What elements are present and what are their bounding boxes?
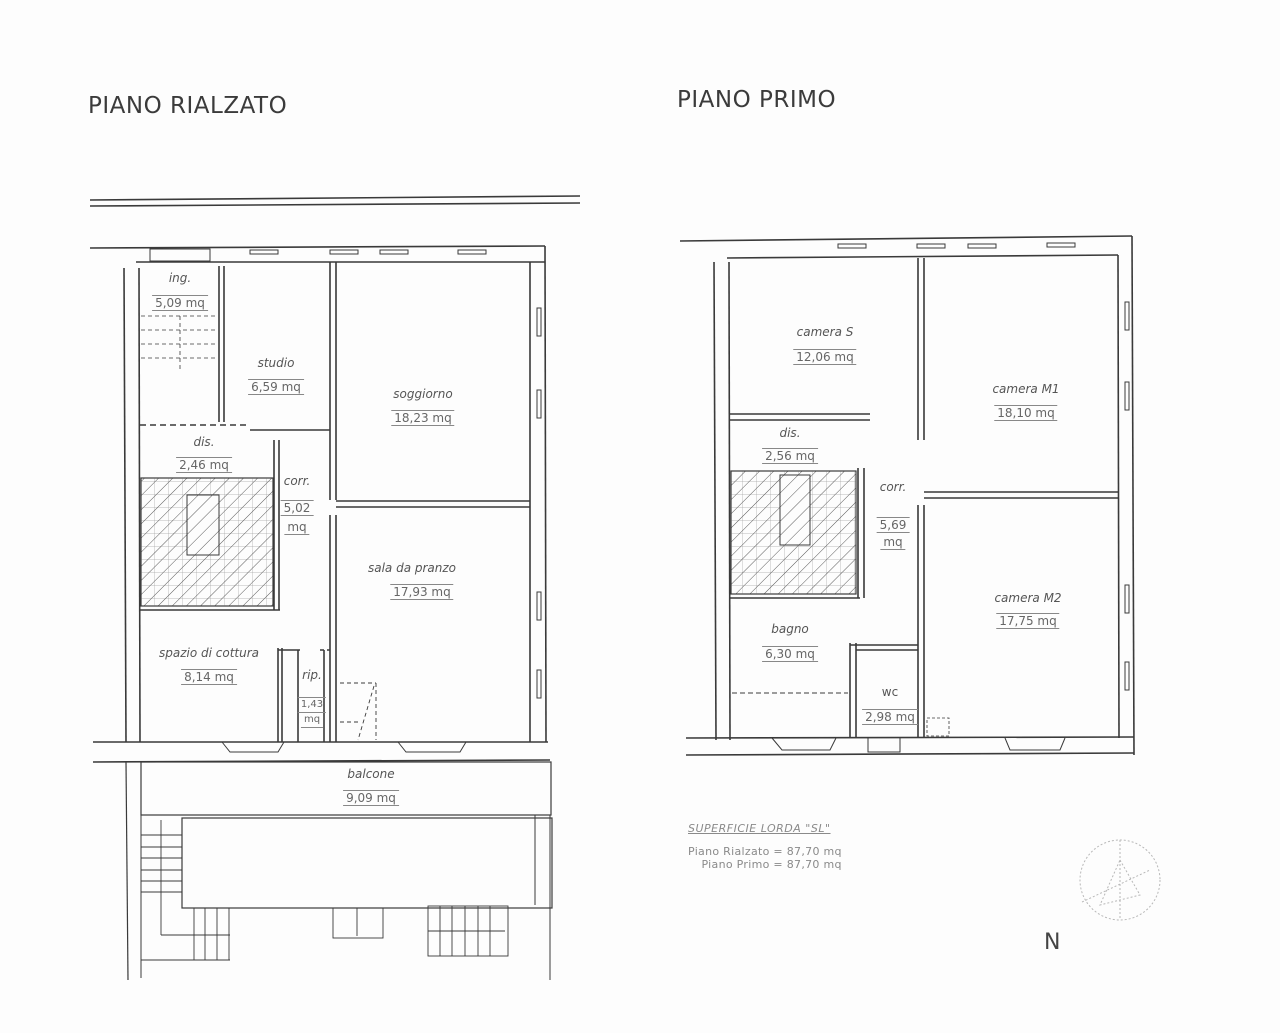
room-name: dis. bbox=[193, 435, 215, 449]
room-area: 18,23 mq bbox=[391, 410, 455, 426]
room-area: 17,93 mq bbox=[390, 584, 454, 600]
room-name: ing. bbox=[168, 271, 192, 285]
room-name: camera M1 bbox=[992, 382, 1060, 396]
room-name: corr. bbox=[283, 474, 311, 488]
room-area: 6,59 mq bbox=[248, 379, 304, 395]
legend-row-piano-rialzato: Piano Rialzato = 87,70 mq bbox=[688, 845, 842, 858]
room-area: 5,69 bbox=[876, 517, 910, 533]
room-name: dis. bbox=[779, 426, 801, 440]
room-name: studio bbox=[257, 356, 295, 370]
room-area: 5,02 bbox=[280, 500, 314, 516]
north-label: N bbox=[1044, 930, 1061, 955]
legend-row-piano-primo: Piano Primo = 87,70 mq bbox=[701, 858, 842, 871]
room-area-unit: mq bbox=[880, 535, 906, 550]
room-area: 12,06 mq bbox=[793, 349, 857, 365]
room-area: 8,14 mq bbox=[181, 669, 237, 685]
room-area: 9,09 mq bbox=[343, 790, 399, 806]
room-name: corr. bbox=[879, 480, 907, 494]
plan-piano-rialzato bbox=[89, 195, 581, 981]
room-area-unit: mq bbox=[284, 520, 310, 535]
plan-title-piano-primo: PIANO PRIMO bbox=[677, 87, 837, 113]
room-name: sala da pranzo bbox=[367, 561, 457, 575]
plan-title-piano-rialzato: PIANO RIALZATO bbox=[88, 93, 288, 119]
room-area: 5,09 mq bbox=[152, 295, 208, 311]
room-name: camera S bbox=[796, 325, 854, 339]
room-area: 2,56 mq bbox=[762, 448, 818, 464]
room-name: spazio di cottura bbox=[158, 646, 260, 660]
room-area: 17,75 mq bbox=[996, 613, 1060, 629]
room-area-unit: mq bbox=[300, 713, 324, 728]
gross-area-legend: SUPERFICIE LORDA "SL" Piano Rialzato = 8… bbox=[688, 822, 842, 871]
room-name: wc bbox=[881, 685, 899, 699]
plan-piano-primo bbox=[679, 235, 1135, 756]
room-area: 2,98 mq bbox=[862, 709, 918, 725]
room-area: 18,10 mq bbox=[994, 405, 1058, 421]
room-area: 2,46 mq bbox=[176, 457, 232, 473]
room-name: bagno bbox=[771, 622, 809, 636]
room-name: soggiorno bbox=[393, 387, 453, 401]
north-arrow-icon bbox=[1079, 839, 1161, 921]
room-name: balcone bbox=[347, 767, 395, 781]
room-name: rip. bbox=[302, 668, 322, 682]
room-name: camera M2 bbox=[994, 591, 1062, 605]
room-area: 1,43 bbox=[297, 697, 327, 713]
legend-title: SUPERFICIE LORDA "SL" bbox=[688, 822, 831, 835]
room-area: 6,30 mq bbox=[762, 646, 818, 662]
